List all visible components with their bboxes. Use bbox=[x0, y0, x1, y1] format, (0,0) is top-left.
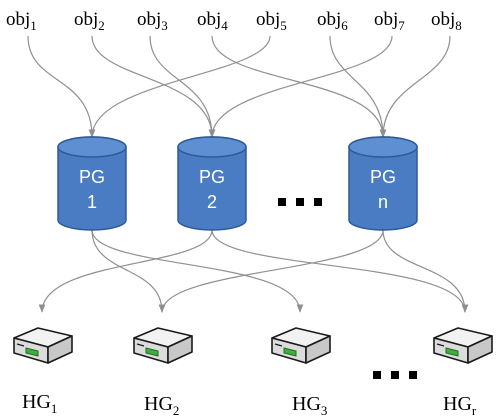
edge-pg2-hg1 bbox=[38, 229, 213, 313]
pg-2-label-line1: PG bbox=[199, 167, 225, 187]
pg-cylinder-1: PG 1 bbox=[57, 136, 127, 231]
obj-label-6: obj6 bbox=[317, 9, 348, 33]
hg-labels: HG1 HG2 HG3 HGr bbox=[22, 391, 477, 418]
hg-label-r: HGr bbox=[443, 393, 477, 418]
network-switch-icon bbox=[133, 327, 193, 364]
edge-obj8-pgn bbox=[379, 35, 451, 138]
hg-label-1: HG1 bbox=[22, 391, 57, 416]
edge-pg2-hgr bbox=[211, 229, 469, 313]
pg-1-label-line1: PG bbox=[79, 167, 105, 187]
obj-label-7: obj7 bbox=[374, 9, 405, 33]
obj-label-5: obj5 bbox=[256, 9, 287, 33]
edge-obj4-pgn bbox=[211, 35, 387, 138]
pg-cylinder-1-top bbox=[57, 136, 127, 158]
hg-ellipsis-dot-3 bbox=[409, 371, 417, 379]
hg-ellipsis bbox=[373, 371, 417, 379]
pg-ellipsis-dot-1 bbox=[278, 198, 286, 206]
edge-obj7-pg2 bbox=[208, 35, 393, 138]
edge-pgn-hg2 bbox=[158, 229, 384, 313]
hg-device-1 bbox=[13, 327, 73, 364]
edge-obj3-pg2 bbox=[149, 35, 216, 138]
network-switch-icon bbox=[271, 327, 331, 364]
hg-label-2: HG2 bbox=[144, 393, 179, 418]
edge-obj2-pg2 bbox=[91, 35, 216, 138]
pg-n-label-line1: PG bbox=[370, 167, 396, 187]
obj-label-8: obj8 bbox=[431, 9, 462, 33]
network-switch-icon bbox=[13, 327, 73, 364]
pg-ellipsis bbox=[278, 198, 322, 206]
obj-label-2: obj2 bbox=[74, 9, 105, 33]
obj-label-3: obj3 bbox=[137, 9, 168, 33]
edge-pgn-hgr bbox=[382, 229, 469, 313]
hg-ellipsis-dot-2 bbox=[391, 371, 399, 379]
pg-ellipsis-dot-3 bbox=[314, 198, 322, 206]
object-to-pg-edges bbox=[27, 35, 451, 138]
pg-to-hg-edges bbox=[38, 229, 469, 313]
hg-device-r bbox=[433, 327, 493, 364]
edge-pg1-hg3 bbox=[91, 229, 304, 313]
hg-device-2 bbox=[133, 327, 193, 364]
pg-cylinder-n: PG n bbox=[348, 136, 418, 231]
pg-cylinder-2-top bbox=[177, 136, 247, 158]
edge-obj1-pg1 bbox=[27, 35, 96, 138]
network-switch-icon bbox=[433, 327, 493, 364]
obj-label-4: obj4 bbox=[197, 9, 228, 33]
pg-cylinder-2: PG 2 bbox=[177, 136, 247, 231]
object-labels: obj1 obj2 obj3 obj4 obj5 obj6 obj7 obj8 bbox=[6, 9, 462, 33]
pg-1-label-line2: 1 bbox=[87, 192, 97, 212]
edge-obj5-pg1 bbox=[88, 35, 271, 138]
pg-cylinder-n-top bbox=[348, 136, 418, 158]
pg-2-label-line2: 2 bbox=[207, 192, 217, 212]
hg-ellipsis-dot-1 bbox=[373, 371, 381, 379]
edge-obj6-pgn bbox=[329, 35, 387, 138]
pg-n-label-line2: n bbox=[378, 192, 388, 212]
obj-label-1: obj1 bbox=[6, 9, 37, 33]
edge-pg1-hg2 bbox=[91, 229, 166, 313]
pg-ellipsis-dot-2 bbox=[296, 198, 304, 206]
hg-device-3 bbox=[271, 327, 331, 364]
hg-label-3: HG3 bbox=[292, 393, 327, 418]
